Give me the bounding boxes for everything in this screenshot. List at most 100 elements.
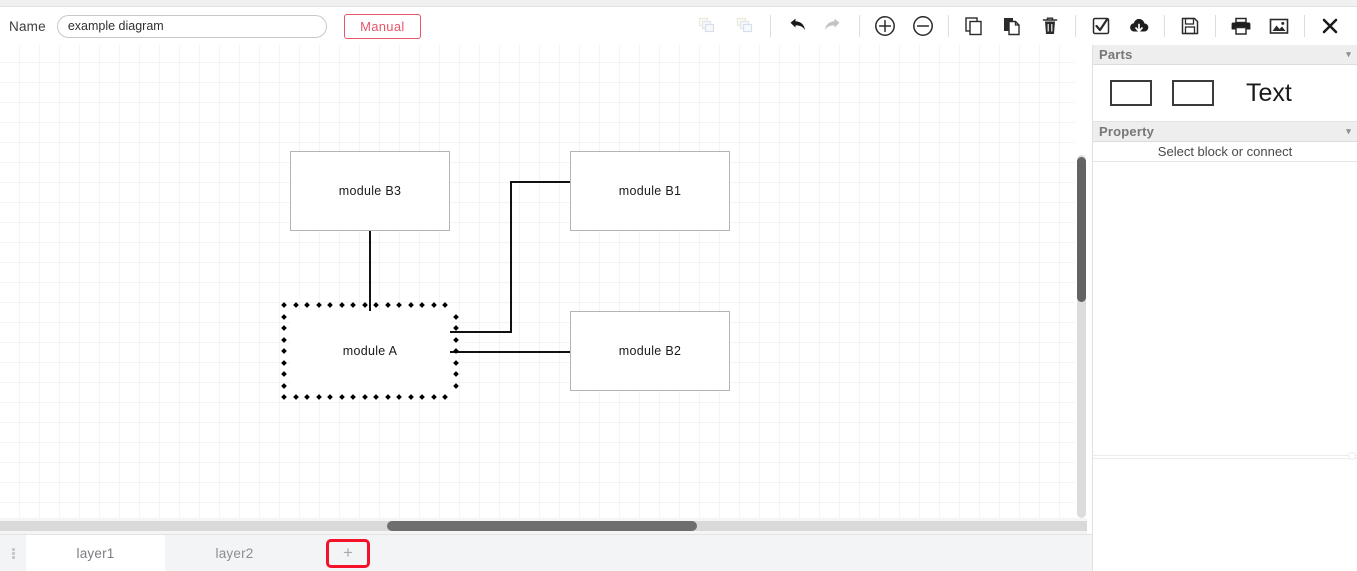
selection-handle-dot[interactable] — [281, 394, 287, 400]
selection-handle-dot[interactable] — [453, 336, 459, 343]
selection-handle-dot[interactable] — [281, 359, 287, 366]
selection-handle-dot[interactable] — [350, 394, 356, 400]
property-message: Select block or connect — [1093, 142, 1357, 162]
delete-icon[interactable] — [1031, 7, 1069, 45]
kebab-menu-icon[interactable] — [0, 535, 26, 571]
selection-handle-dot[interactable] — [292, 394, 299, 400]
canvas-vertical-scrollbar[interactable] — [1075, 45, 1087, 518]
selection-handle-dot[interactable] — [281, 336, 287, 343]
chevron-down-icon[interactable]: ▾ — [1346, 49, 1351, 59]
right-panel: Parts ▾ Text Property ▾ Select block or … — [1092, 45, 1357, 571]
close-icon[interactable] — [1311, 7, 1349, 45]
diagram-block-b1[interactable]: module B1 — [570, 151, 730, 231]
layer-tab-layer2[interactable]: layer2 — [215, 545, 254, 561]
selection-handle-dot[interactable] — [453, 325, 459, 331]
selection-handle-dot[interactable] — [281, 302, 287, 308]
manual-mode-button[interactable]: Manual — [343, 13, 421, 39]
save-icon[interactable] — [1171, 7, 1209, 45]
toolbar-actions — [688, 7, 1357, 45]
selection-handle-dot[interactable] — [361, 394, 368, 400]
group-icon[interactable] — [688, 7, 726, 45]
panel-resize-knob[interactable] — [1348, 452, 1356, 460]
connection-a-b2[interactable] — [450, 351, 570, 353]
block-label: module B2 — [618, 344, 682, 358]
vscroll-track[interactable] — [1077, 155, 1086, 518]
selection-handle-dot[interactable] — [327, 302, 333, 308]
selection-handle-dot[interactable] — [292, 302, 299, 308]
copy-icon[interactable] — [955, 7, 993, 45]
chevron-down-icon[interactable]: ▾ — [1346, 126, 1351, 136]
window-top-strip — [0, 0, 1357, 7]
connection-a-b1[interactable] — [450, 331, 510, 333]
paste-icon[interactable] — [993, 7, 1031, 45]
toolbar-separator — [1164, 15, 1165, 37]
diagram-content: module B3 module B1 module A module B2 — [0, 45, 1075, 518]
selection-handle-dot[interactable] — [350, 302, 356, 308]
selection-handle-dot[interactable] — [281, 313, 287, 320]
connection-b3-a[interactable] — [369, 231, 371, 311]
selection-handle-dot[interactable] — [281, 382, 287, 389]
block-label: module A — [342, 344, 398, 358]
selection-handle-dot[interactable] — [407, 394, 414, 400]
hscroll-thumb[interactable] — [387, 521, 697, 531]
selection-handle-dot[interactable] — [315, 394, 322, 400]
undo-icon[interactable] — [777, 7, 815, 45]
layer-bar: layer1 layer2 + — [0, 534, 1092, 571]
block-label: module B1 — [618, 184, 682, 198]
add-layer-button[interactable]: + — [326, 538, 370, 568]
vscroll-thumb[interactable] — [1077, 157, 1086, 302]
layer-tab-layer1[interactable]: layer1 — [26, 535, 165, 571]
zoom-in-icon[interactable] — [866, 7, 904, 45]
connection-a-b1[interactable] — [510, 181, 570, 183]
selection-handle-dot[interactable] — [338, 302, 345, 308]
diagram-block-b3[interactable]: module B3 — [290, 151, 450, 231]
selection-handle-dot[interactable] — [442, 302, 448, 308]
selection-handle-dot[interactable] — [407, 302, 414, 308]
selection-handle-dot[interactable] — [453, 313, 459, 320]
part-rectangle-1[interactable] — [1110, 80, 1152, 106]
redo-icon[interactable] — [815, 7, 853, 45]
zoom-out-icon[interactable] — [904, 7, 942, 45]
diagram-block-b2[interactable]: module B2 — [570, 311, 730, 391]
selection-handle-dot[interactable] — [281, 371, 287, 377]
selection-handle-dot[interactable] — [304, 302, 310, 308]
diagram-name-input[interactable] — [56, 14, 327, 38]
selection-handle-dot[interactable] — [315, 302, 322, 308]
part-rectangle-2[interactable] — [1172, 80, 1214, 106]
selection-handle-dot[interactable] — [453, 371, 459, 377]
selection-handle-dot[interactable] — [281, 325, 287, 331]
toolbar-separator — [948, 15, 949, 37]
print-icon[interactable] — [1222, 7, 1260, 45]
check-box-icon[interactable] — [1082, 7, 1120, 45]
selection-handle-dot[interactable] — [396, 302, 402, 308]
selection-handle-dot[interactable] — [373, 394, 379, 400]
selection-handle-dot[interactable] — [304, 394, 310, 400]
selection-handle-dot[interactable] — [384, 394, 391, 400]
parts-section-header[interactable]: Parts ▾ — [1093, 45, 1357, 65]
selection-handle-dot[interactable] — [453, 359, 459, 366]
selection-handle-dot[interactable] — [453, 382, 459, 389]
toolbar-separator — [859, 15, 860, 37]
connection-a-b1[interactable] — [510, 181, 512, 333]
selection-handle-dot[interactable] — [361, 302, 368, 308]
cloud-download-icon[interactable] — [1120, 7, 1158, 45]
property-section-header[interactable]: Property ▾ — [1093, 122, 1357, 142]
part-text[interactable]: Text — [1246, 78, 1292, 107]
image-export-icon[interactable] — [1260, 7, 1298, 45]
selection-handle-dot[interactable] — [327, 394, 333, 400]
selection-handle-dot[interactable] — [419, 302, 425, 308]
selection-handle-dot[interactable] — [281, 348, 287, 354]
selection-handle-dot[interactable] — [430, 394, 437, 400]
selection-handle-dot[interactable] — [442, 394, 448, 400]
selection-handle-dot[interactable] — [338, 394, 345, 400]
diagram-canvas[interactable]: module B3 module B1 module A module B2 — [0, 45, 1075, 518]
selection-handle-dot[interactable] — [396, 394, 402, 400]
ungroup-icon[interactable] — [726, 7, 764, 45]
canvas-horizontal-scrollbar[interactable] — [0, 518, 1087, 534]
selection-handle-dot[interactable] — [419, 394, 425, 400]
selection-handle-dot[interactable] — [384, 302, 391, 308]
panel-divider — [1093, 455, 1357, 456]
selection-handle-dot[interactable] — [430, 302, 437, 308]
selection-handle-dot[interactable] — [373, 302, 379, 308]
diagram-block-a[interactable]: module A — [290, 311, 450, 391]
